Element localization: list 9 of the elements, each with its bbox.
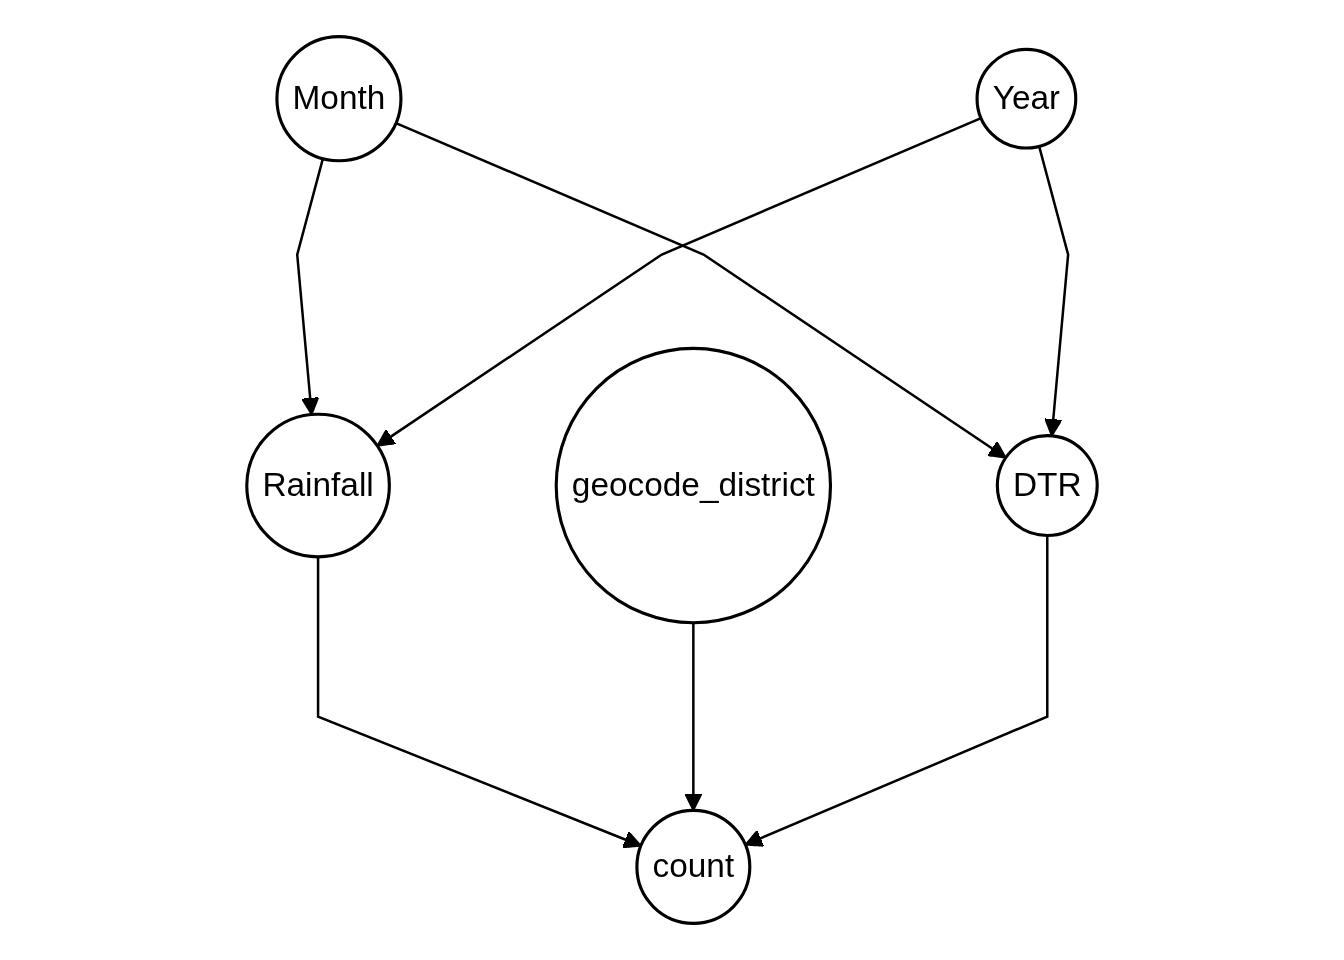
node-circle: Year [975, 47, 1078, 150]
arrow [316, 556, 642, 849]
arrow [295, 158, 325, 416]
node-circle: Month [275, 35, 403, 163]
node-circle: count [635, 808, 752, 925]
arrow [744, 535, 1049, 847]
node-circle: Rainfall [245, 412, 391, 559]
node-circle: DTR [995, 434, 1099, 538]
node-circle: geocode_district [554, 346, 833, 625]
